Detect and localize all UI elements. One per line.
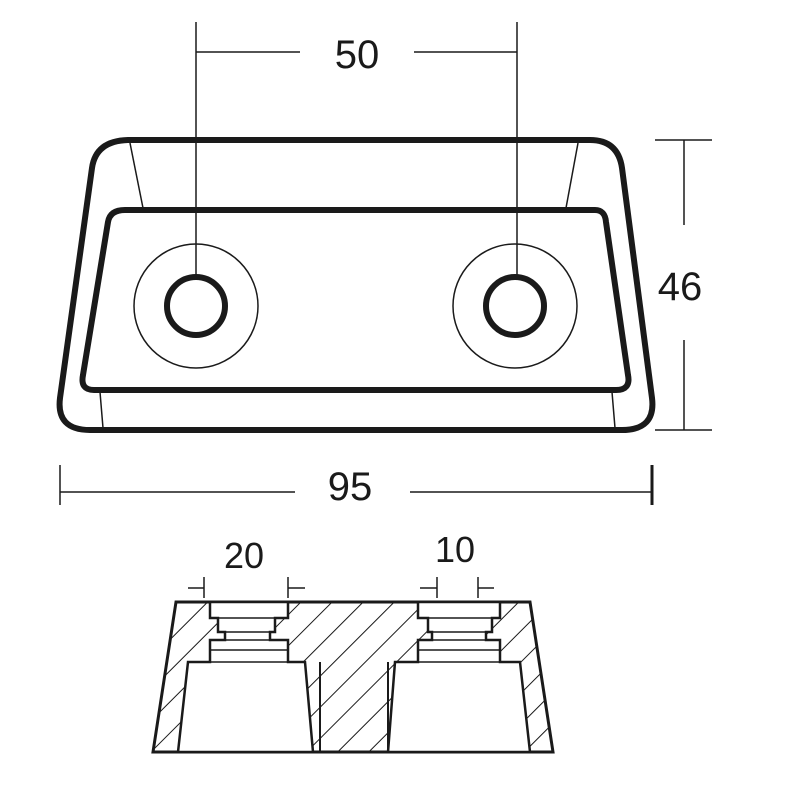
hole-spacing-label: 50 [335,33,380,77]
chamfer-line [611,391,616,429]
right-counterbore-circle [452,243,578,369]
bolt-hole-width-label: 10 [435,529,475,570]
right-bolt-cavity [386,600,532,754]
outer-outline [56,137,656,433]
height-dimension [655,139,712,431]
right-bolt-hole [483,274,547,338]
top-view [56,137,656,433]
inner-plate-outline [79,207,632,393]
section-view [151,600,555,754]
counterbore-width-dimension [188,577,305,598]
hole-spacing-dimension [195,22,518,277]
left-bolt-cavity [176,600,315,754]
height-label: 46 [658,265,703,309]
left-cavity-steps [188,617,305,663]
bolt-hole-width-dimension [420,577,494,598]
counterbore-width-label: 20 [224,535,264,576]
right-cavity-steps [395,617,520,663]
width-dimension [59,465,654,505]
left-bolt-hole [164,274,228,338]
chamfer-line [565,142,579,209]
width-label: 95 [328,465,373,509]
chamfer-line [129,142,144,209]
chamfer-line [99,391,104,429]
